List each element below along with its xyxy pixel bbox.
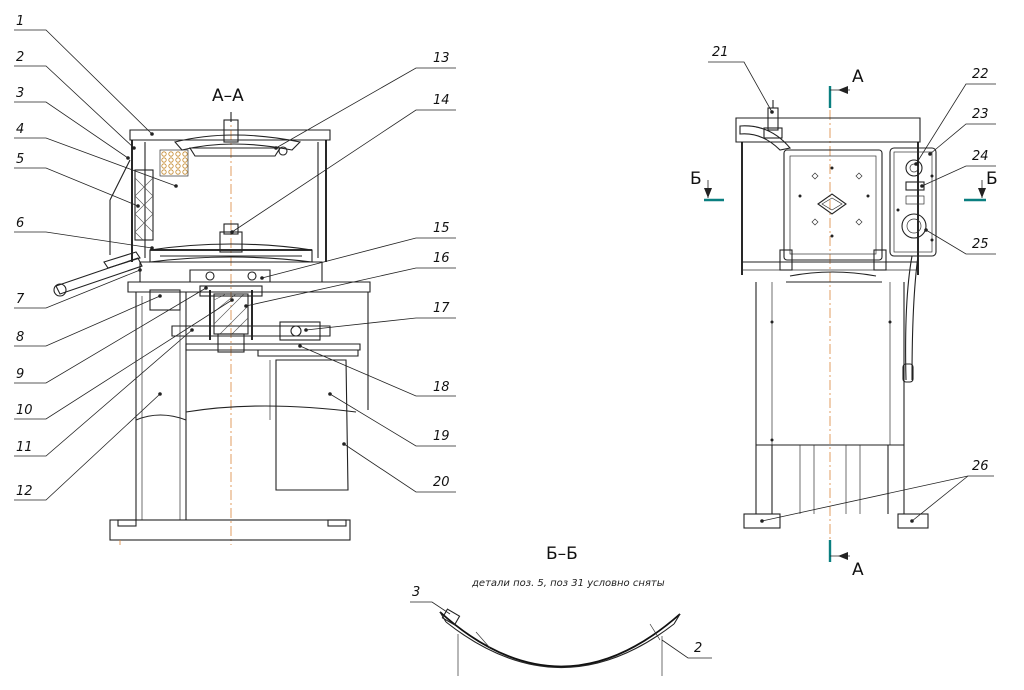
svg-text:5: 5 bbox=[16, 152, 24, 167]
section-bb-view: Б–Б детали поз. 5, поз 31 условно сняты … bbox=[410, 544, 712, 676]
mesh-hole bbox=[168, 157, 174, 163]
svg-text:2: 2 bbox=[694, 641, 702, 656]
callouts-right: 21 22 23 24 25 26 bbox=[708, 45, 996, 522]
svg-text:2: 2 bbox=[16, 50, 24, 65]
mesh-hole bbox=[161, 169, 167, 175]
front-view: А А Б Б bbox=[690, 67, 998, 580]
mesh-hole bbox=[168, 151, 174, 157]
callout-25: 25 bbox=[924, 228, 996, 255]
svg-text:4: 4 bbox=[16, 122, 24, 137]
svg-text:3: 3 bbox=[412, 585, 420, 600]
mesh-hole bbox=[175, 157, 181, 163]
callout-19: 19 bbox=[328, 392, 456, 447]
mesh-block bbox=[159, 149, 189, 177]
svg-text:19: 19 bbox=[433, 429, 450, 444]
callout-18: 18 bbox=[298, 344, 456, 397]
callout-14: 14 bbox=[230, 93, 456, 234]
svg-text:10: 10 bbox=[16, 403, 33, 418]
cut-b-left-label: Б bbox=[690, 169, 702, 189]
svg-text:7: 7 bbox=[16, 292, 25, 307]
callout-8: 8 bbox=[14, 294, 162, 347]
cut-a-top-label: А bbox=[852, 67, 864, 87]
callout-5: 5 bbox=[14, 152, 140, 208]
callout-bb-2: 2 bbox=[661, 639, 712, 659]
svg-text:20: 20 bbox=[433, 475, 450, 490]
callout-17: 17 bbox=[304, 301, 456, 332]
callout-12: 12 bbox=[14, 392, 162, 501]
callout-15: 15 bbox=[260, 221, 456, 280]
svg-text:3: 3 bbox=[16, 86, 24, 101]
callout-7: 7 bbox=[14, 268, 142, 309]
svg-text:17: 17 bbox=[433, 301, 450, 316]
mesh-hole bbox=[161, 163, 167, 169]
callout-2: 2 bbox=[14, 50, 136, 150]
mesh-hole bbox=[168, 163, 174, 169]
callout-23: 23 bbox=[928, 107, 996, 156]
callout-16: 16 bbox=[244, 251, 456, 308]
cut-a-bottom-label: А bbox=[852, 560, 864, 580]
svg-text:12: 12 bbox=[16, 484, 33, 499]
svg-text:8: 8 bbox=[16, 330, 24, 345]
callouts-left: 1 2 3 4 5 6 7 8 bbox=[14, 14, 456, 501]
mesh-hole bbox=[168, 169, 174, 175]
svg-text:24: 24 bbox=[972, 149, 989, 164]
svg-text:14: 14 bbox=[433, 93, 450, 108]
svg-text:22: 22 bbox=[972, 67, 989, 82]
svg-text:23: 23 bbox=[972, 107, 989, 122]
callout-3: 3 bbox=[14, 86, 130, 160]
callout-22: 22 bbox=[914, 67, 996, 166]
callout-26: 26 bbox=[761, 459, 994, 522]
callout-4: 4 bbox=[14, 122, 178, 188]
mesh-hole bbox=[175, 169, 181, 175]
svg-text:6: 6 bbox=[16, 216, 24, 231]
svg-text:16: 16 bbox=[433, 251, 450, 266]
callout-13: 13 bbox=[274, 51, 456, 150]
svg-text:26: 26 bbox=[972, 459, 989, 474]
svg-text:11: 11 bbox=[16, 440, 33, 455]
cut-b-right-label: Б bbox=[986, 169, 998, 189]
mesh-hole bbox=[182, 151, 188, 157]
callout-11: 11 bbox=[14, 328, 194, 457]
callout-1: 1 bbox=[14, 14, 154, 136]
svg-text:15: 15 bbox=[433, 221, 450, 236]
section-aa-view: А–А bbox=[53, 86, 371, 545]
svg-text:1: 1 bbox=[16, 14, 24, 29]
svg-text:25: 25 bbox=[972, 237, 989, 252]
mesh-hole bbox=[175, 151, 181, 157]
svg-text:21: 21 bbox=[712, 45, 729, 60]
mesh-hole bbox=[175, 163, 181, 169]
svg-text:13: 13 bbox=[433, 51, 450, 66]
mesh-hole bbox=[182, 169, 188, 175]
mesh-hole bbox=[182, 157, 188, 163]
section-bb-note: детали поз. 5, поз 31 условно сняты bbox=[471, 578, 665, 589]
callout-bb-3: 3 bbox=[410, 585, 451, 615]
section-aa-title: А–А bbox=[212, 86, 244, 106]
mesh-hole bbox=[182, 163, 188, 169]
callout-20: 20 bbox=[342, 442, 456, 493]
cut-plane-b: Б Б bbox=[690, 169, 998, 202]
svg-text:18: 18 bbox=[433, 380, 450, 395]
callout-21: 21 bbox=[708, 45, 774, 114]
callout-10: 10 bbox=[14, 298, 234, 420]
callout-24: 24 bbox=[920, 149, 996, 188]
cut-plane-a: А А bbox=[828, 67, 864, 580]
callout-9: 9 bbox=[14, 286, 208, 384]
mesh-hole bbox=[161, 157, 167, 163]
svg-text:9: 9 bbox=[16, 367, 24, 382]
mesh-hole bbox=[161, 151, 167, 157]
section-bb-title: Б–Б bbox=[546, 544, 578, 564]
callout-6: 6 bbox=[14, 216, 154, 250]
